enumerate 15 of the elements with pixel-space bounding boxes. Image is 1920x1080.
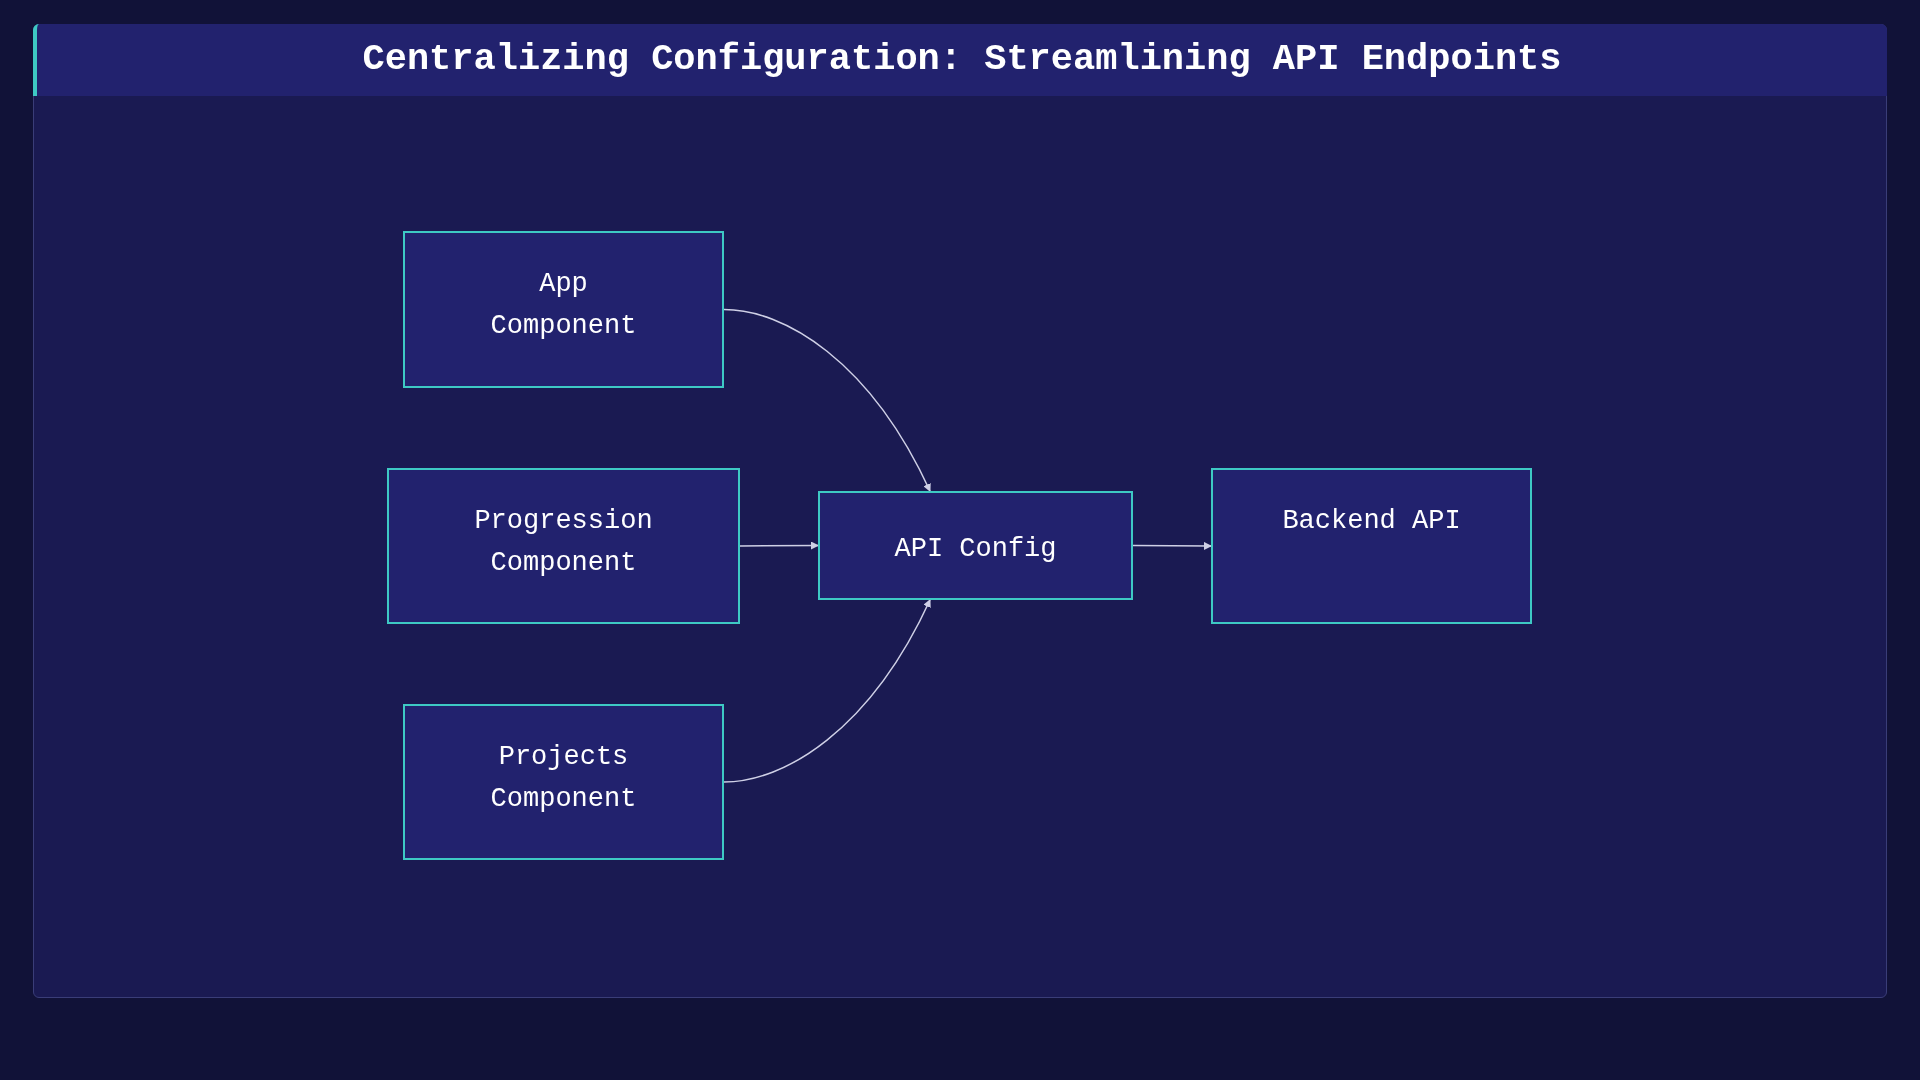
process-box: [818, 491, 1133, 600]
arrow: [1132, 541, 1212, 550]
process-box: [403, 231, 724, 388]
box-label: App Component: [489, 268, 638, 343]
arrow: [739, 541, 819, 550]
box-label: Backend API: [1282, 505, 1461, 538]
box-label: Progression Component: [473, 505, 654, 580]
box-label: Projects Component: [489, 741, 638, 816]
box-label: API Config: [894, 533, 1057, 566]
arrow: [723, 308, 931, 492]
arrow: [723, 599, 931, 783]
title-bar: Centralizing Configuration: Streamlining API Endpoints: [33, 24, 1887, 96]
process-box: [403, 704, 724, 860]
process-box: [387, 468, 740, 624]
process-box: [1211, 468, 1532, 624]
